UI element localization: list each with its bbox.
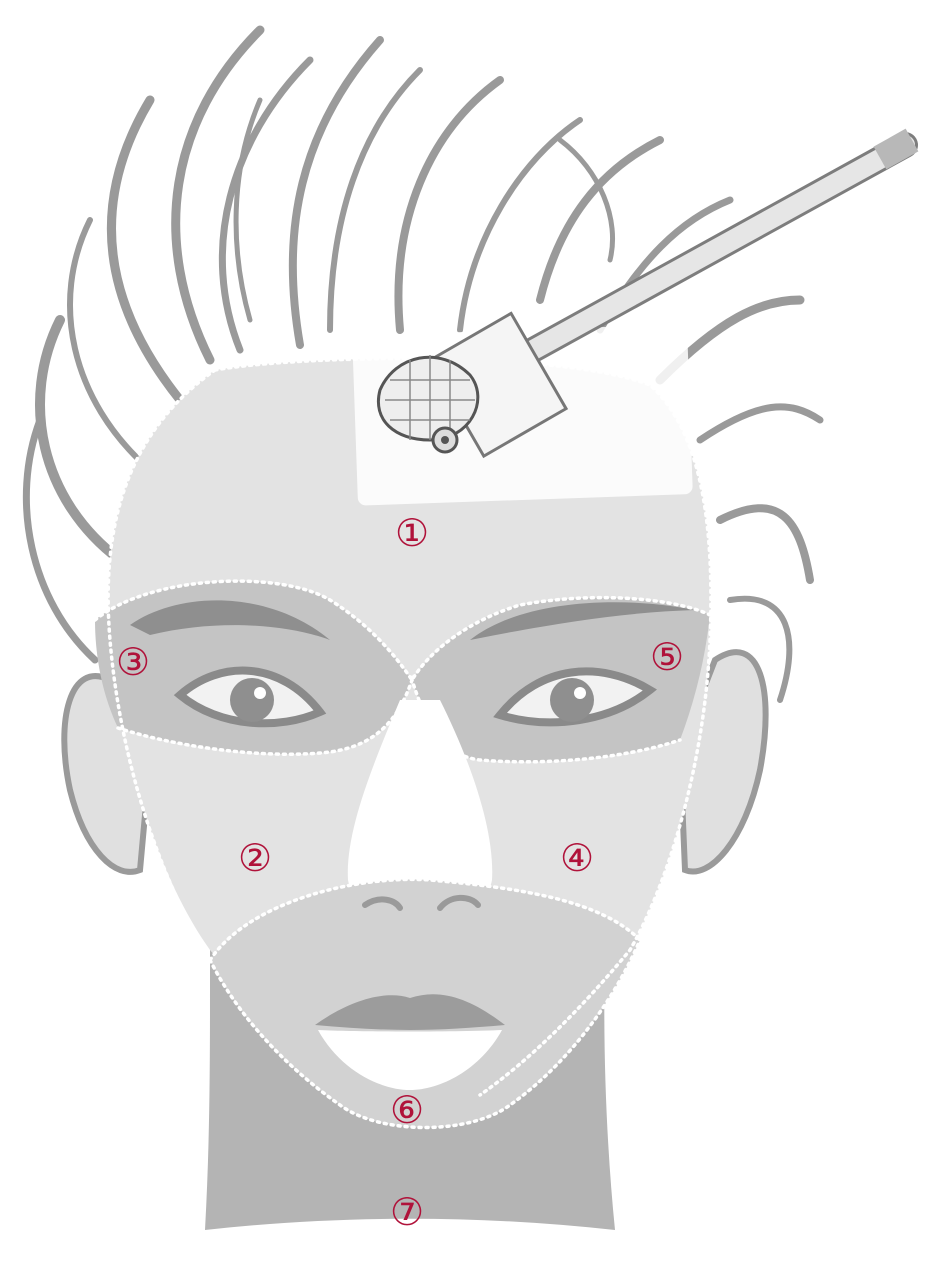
derma-roller-icon	[352, 140, 912, 506]
zone-label-3: ③	[116, 640, 150, 684]
zone-label-6: ⑥	[390, 1088, 424, 1132]
zone-label-7: ⑦	[390, 1190, 424, 1234]
zone-label-5: ⑤	[650, 635, 684, 679]
zone-label-1: ①	[395, 511, 429, 555]
zone-label-4: ④	[560, 836, 594, 880]
zone-label-2: ②	[238, 836, 272, 880]
